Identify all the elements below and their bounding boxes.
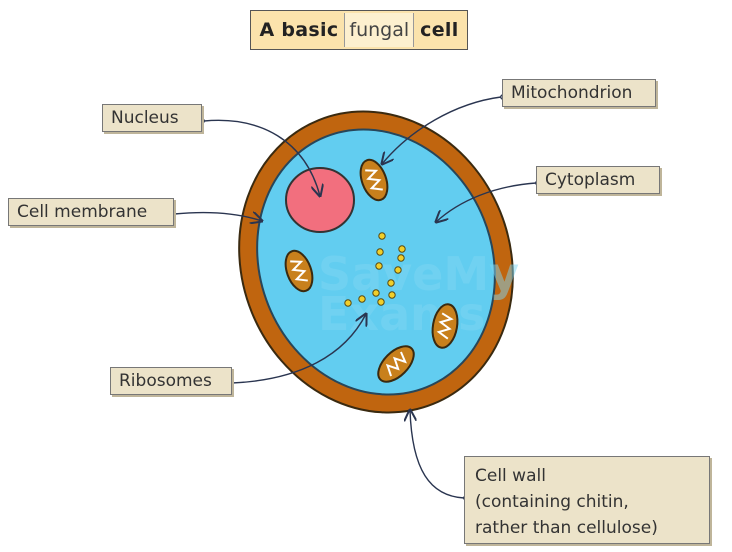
title-highlight: fungal xyxy=(344,13,415,47)
ribosomes-pointer xyxy=(231,314,366,384)
label-cytoplasm: Cytoplasm xyxy=(536,166,660,194)
mitochondrion xyxy=(284,249,314,293)
label-cell-membrane: Cell membrane xyxy=(8,198,174,226)
diagram-title: A basic fungal cell xyxy=(250,10,468,50)
label-mitochondrion: Mitochondrion xyxy=(502,79,656,107)
mitochondrion xyxy=(359,158,389,202)
cell-wall-line-3: rather than cellulose) xyxy=(475,518,658,538)
mitochondrion xyxy=(377,345,415,383)
mitochondrion xyxy=(431,303,459,349)
label-cell-wall: Cell wall (containing chitin, rather tha… xyxy=(464,456,710,544)
cytoplasm-pointer xyxy=(436,182,537,222)
cell-wall-line-2: (containing chitin, xyxy=(475,492,629,512)
mitochondrion-pointer xyxy=(382,96,502,164)
ribosomes xyxy=(344,232,406,307)
label-nucleus: Nucleus xyxy=(102,104,202,132)
cell-wall-line-1: Cell wall xyxy=(475,466,546,486)
nucleus xyxy=(285,167,355,233)
label-ribosomes: Ribosomes xyxy=(110,367,232,395)
cell-membrane-pointer xyxy=(173,212,262,221)
title-suffix: cell xyxy=(420,19,459,41)
title-prefix: A basic xyxy=(259,19,339,41)
nucleus-pointer xyxy=(203,119,320,196)
cell-wall-pointer xyxy=(410,410,465,499)
